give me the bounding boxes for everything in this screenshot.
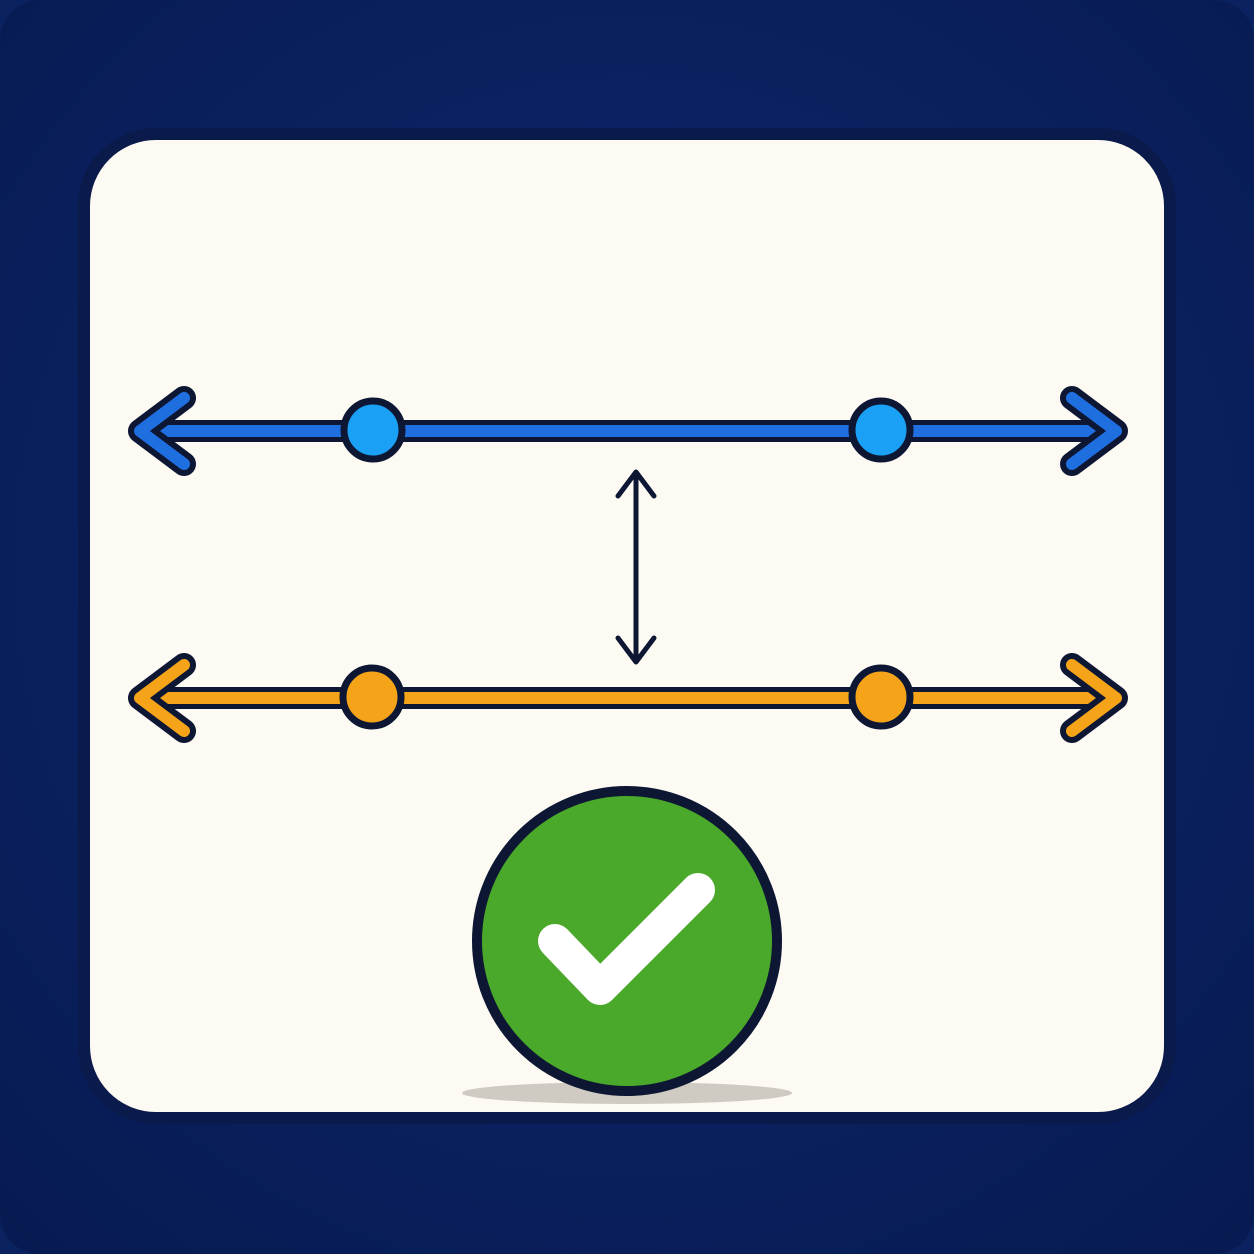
top-line-point-2 (848, 397, 914, 463)
diagram-card (78, 128, 1176, 1124)
vertical-double-arrow-icon (615, 469, 657, 665)
bottom-line-left-arrowhead (134, 659, 190, 737)
top-line-right-arrowhead (1066, 392, 1122, 470)
check-circle-icon (462, 786, 792, 1104)
bottom-line-point-1 (339, 664, 405, 730)
bottom-line-point-2 (848, 664, 914, 730)
bottom-line-right-arrowhead (1066, 659, 1122, 737)
check-mark (538, 873, 715, 1005)
top-line (128, 386, 1128, 476)
top-line-left-arrowhead (134, 392, 190, 470)
top-line-point-1 (340, 397, 406, 463)
bottom-line (128, 653, 1128, 743)
